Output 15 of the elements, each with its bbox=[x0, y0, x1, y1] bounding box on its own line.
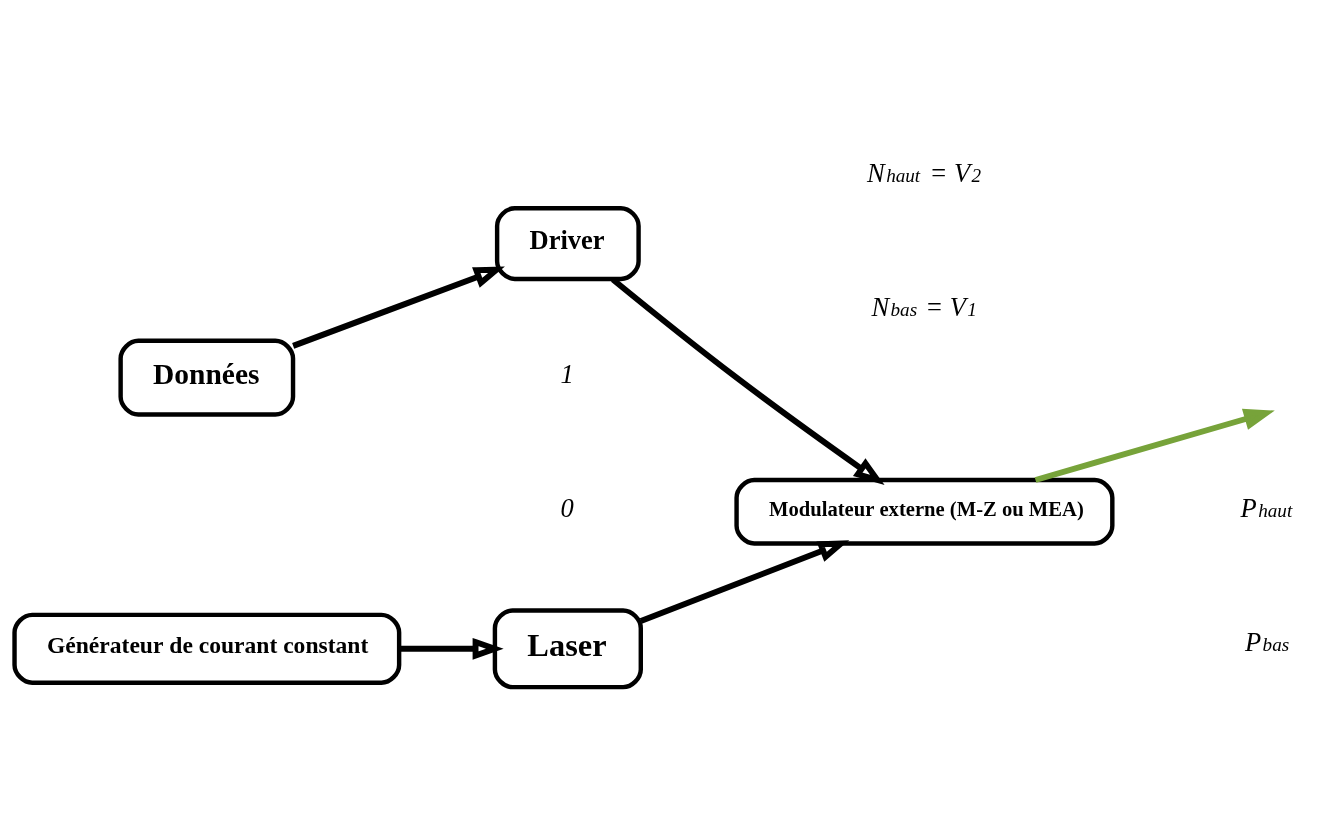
arrow bbox=[292, 266, 505, 349]
label: Phaut bbox=[1240, 492, 1293, 523]
arrow bbox=[1034, 408, 1275, 483]
node-box: Laser bbox=[492, 607, 643, 689]
label: 0 bbox=[560, 492, 574, 523]
label: Nbas = V1 bbox=[871, 291, 977, 322]
node-box: Générateur de courant constant bbox=[12, 612, 402, 685]
node-box: Driver bbox=[494, 205, 641, 281]
label: 1 bbox=[560, 358, 574, 389]
arrow bbox=[639, 539, 850, 624]
arrow bbox=[399, 637, 504, 660]
node-box: Données bbox=[118, 338, 296, 417]
node-box: Modulateur externe (M-Z ou MEA) bbox=[734, 477, 1115, 546]
label: Nhaut = V2 bbox=[866, 157, 982, 188]
label: Pbas bbox=[1244, 626, 1290, 657]
